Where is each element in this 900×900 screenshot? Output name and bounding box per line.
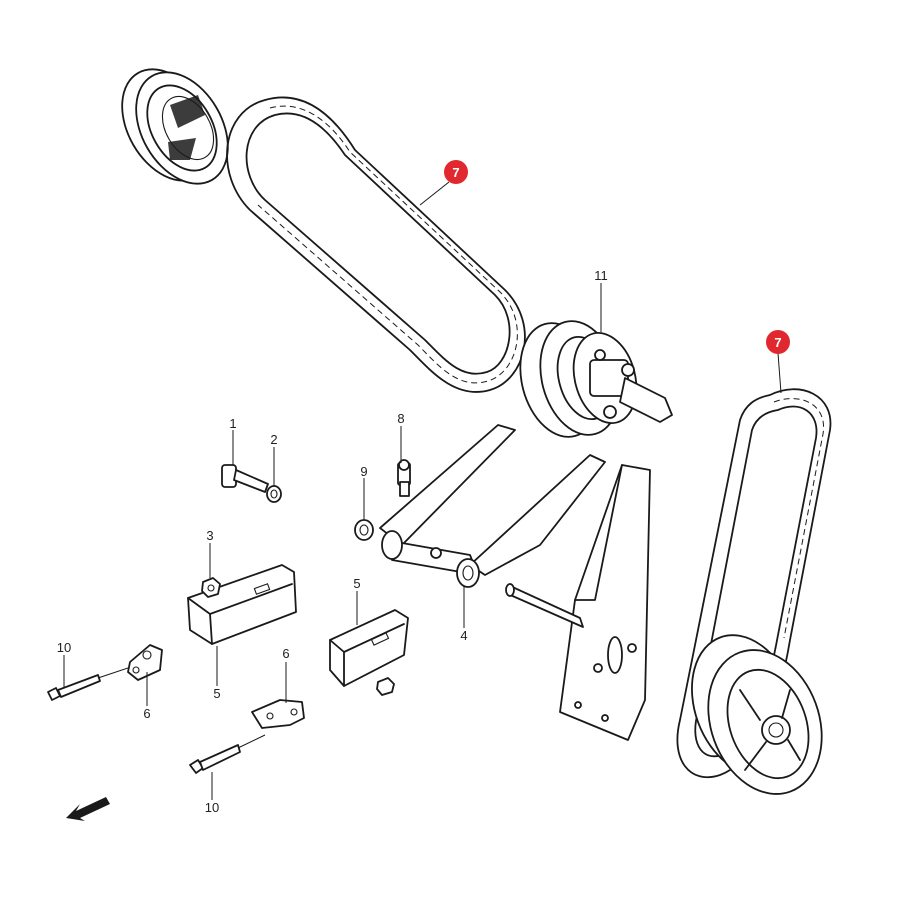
washer-2 xyxy=(266,485,282,503)
clamp-6-left xyxy=(127,644,163,681)
bracket-5-middle xyxy=(329,609,409,696)
mounting-plate xyxy=(505,464,651,741)
bolt-10-top xyxy=(47,667,129,701)
front-direction-arrow xyxy=(66,797,110,821)
label-part-1: 1 xyxy=(229,416,236,431)
bolt-10-bottom xyxy=(189,734,266,774)
label-part-10-bottom: 10 xyxy=(205,800,219,815)
grease-nipple-8 xyxy=(397,459,411,497)
bolt-1 xyxy=(221,464,269,493)
drive-pulley-top xyxy=(121,68,229,185)
leader-lines xyxy=(63,181,782,800)
washer-9 xyxy=(354,519,374,541)
label-part-9: 9 xyxy=(360,464,367,479)
label-part-3: 3 xyxy=(206,528,213,543)
nut-3 xyxy=(201,577,221,598)
label-part-5-left: 5 xyxy=(213,686,220,701)
label-part-5-middle: 5 xyxy=(353,576,360,591)
callout-7-top-label: 7 xyxy=(452,165,459,180)
label-part-4: 4 xyxy=(460,628,467,643)
drive-belt-top xyxy=(226,96,526,393)
label-part-6-left: 6 xyxy=(143,706,150,721)
clamp-6-middle xyxy=(251,699,305,729)
toothed-pulley-bottom xyxy=(691,634,823,795)
callout-badge-7-right[interactable]: 7 xyxy=(766,330,790,354)
bracket-5-left xyxy=(187,564,297,645)
label-part-10-top: 10 xyxy=(57,640,71,655)
callout-badge-7-top[interactable]: 7 xyxy=(444,160,468,184)
label-part-8: 8 xyxy=(397,411,404,426)
callout-7-right-label: 7 xyxy=(774,335,781,350)
label-part-11: 11 xyxy=(594,268,608,283)
label-part-6-middle: 6 xyxy=(282,646,289,661)
pulley-assembly-11 xyxy=(519,320,673,438)
tensioner-arm-4 xyxy=(379,424,606,588)
label-part-2: 2 xyxy=(270,432,277,447)
